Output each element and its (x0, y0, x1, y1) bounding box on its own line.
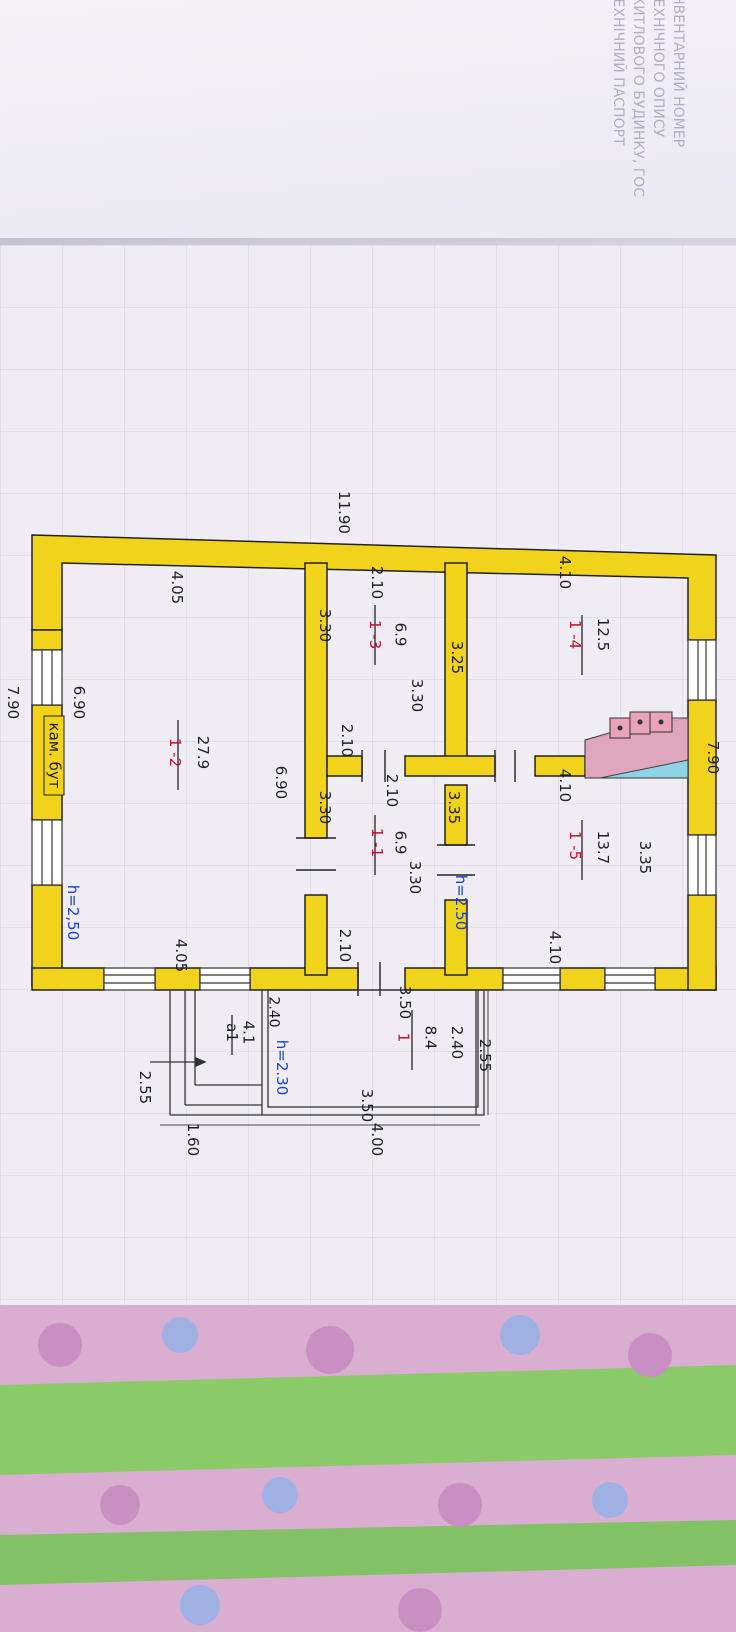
room-1-2-id: 1 -2 (166, 737, 185, 768)
room-1-1-id: 1 -1 (368, 827, 387, 858)
dim-overall-length: 11.90 (334, 491, 353, 534)
window-right-1 (687, 639, 717, 701)
room-1-area: 8.4 (421, 1025, 440, 1050)
height-annex: h=2.30 (273, 1039, 292, 1096)
upper-page (0, 0, 736, 290)
room-a1-id: a1 (222, 1023, 241, 1042)
room-1-5-dim-d: 3.35 (445, 790, 464, 825)
cross-wall-left (326, 755, 363, 777)
room-1-1-area: 6.9 (391, 830, 410, 855)
dim-overall-width-right: 7.90 (704, 740, 723, 775)
room-1-5-area: 13.7 (594, 830, 613, 865)
cross-wall-mid (404, 755, 496, 777)
patterned-cover (0, 1305, 736, 1632)
room-1-2-area: 27.9 (194, 735, 213, 770)
room-1-1-dim-a: 2.10 (383, 773, 402, 808)
room-1-1-dim-d: 2.10 (336, 928, 355, 963)
window-bottom-4 (604, 967, 656, 991)
room-1-3-dim-c: 3.30 (408, 678, 427, 713)
room-1-4-dim-a: 4.10 (556, 555, 575, 590)
room-1-2-dim-b: 6.90 (70, 685, 89, 720)
room-1-3-area: 6.9 (391, 622, 410, 647)
room-1-5-id: 1 -5 (566, 830, 585, 861)
height-main-mid: h=2.50 (452, 874, 471, 931)
room-1-3-id: 1 -3 (366, 619, 385, 650)
dim-overall-width-left: 7.90 (4, 685, 23, 720)
room-1-5-dim-b: 3.35 (636, 840, 655, 875)
room-1-3-dim-a: 2.10 (368, 565, 387, 600)
room-a1-dim: 2.40 (265, 996, 282, 1028)
cover-pattern (0, 1305, 736, 1632)
dim-porch-width: 2.55 (136, 1070, 155, 1105)
dim-annex-width: 2.55 (476, 1038, 495, 1073)
room-1-dim-c: 3.50 (358, 1088, 377, 1123)
room-1-2-dim-a: 4.05 (168, 570, 187, 605)
outer-wall-bottom-a (31, 967, 105, 991)
room-1-5-dim-c: 4.10 (546, 930, 565, 965)
room-1-dim-a: 3.50 (396, 985, 415, 1020)
outer-wall-right-a (687, 699, 717, 836)
window-left-2 (31, 819, 63, 886)
room-1-2-dim-c: 6.90 (272, 765, 291, 800)
outer-wall-bottom-c (249, 967, 359, 991)
outer-wall-left-a (31, 629, 63, 651)
window-bottom-1 (103, 967, 156, 991)
room-1-4-id: 1 -4 (566, 619, 585, 650)
height-main-left: h=2,50 (64, 884, 83, 941)
room-a1-area: 4.1 (239, 1020, 258, 1045)
outer-wall-right-b (687, 894, 717, 991)
room-1-1-dim-c: 3.30 (406, 860, 425, 895)
partition-a-bottom (304, 894, 328, 976)
room-1-2-dim-d: 4.05 (172, 938, 191, 973)
room-1-3-dim-d: 2.10 (338, 723, 357, 758)
room-1-id: 1 (394, 1032, 413, 1043)
window-bottom-2 (199, 967, 251, 991)
wall-material-label: кам. бут (43, 715, 65, 796)
room-1-1-dim-b: 3.30 (316, 790, 335, 825)
window-right-2 (687, 834, 717, 896)
window-left-1 (31, 649, 63, 706)
dim-annex-total: 4.00 (368, 1122, 387, 1157)
outer-wall-bottom-e (559, 967, 606, 991)
staircase (584, 711, 689, 779)
room-1-dim-b: 2.40 (448, 1025, 467, 1060)
room-1-5-dim-a: 4.10 (556, 768, 575, 803)
fraction-lines (177, 605, 583, 1070)
window-bottom-3 (502, 967, 561, 991)
room-1-4-dim-b: 3.25 (448, 640, 467, 675)
annex (150, 989, 485, 1116)
dim-porch-length: 1.60 (184, 1122, 203, 1157)
room-1-3-dim-b: 3.30 (316, 608, 335, 643)
dimension-lines (160, 990, 489, 1126)
room-1-4-area: 12.5 (594, 617, 613, 652)
windows (31, 639, 717, 991)
partition-b-low (444, 899, 468, 976)
